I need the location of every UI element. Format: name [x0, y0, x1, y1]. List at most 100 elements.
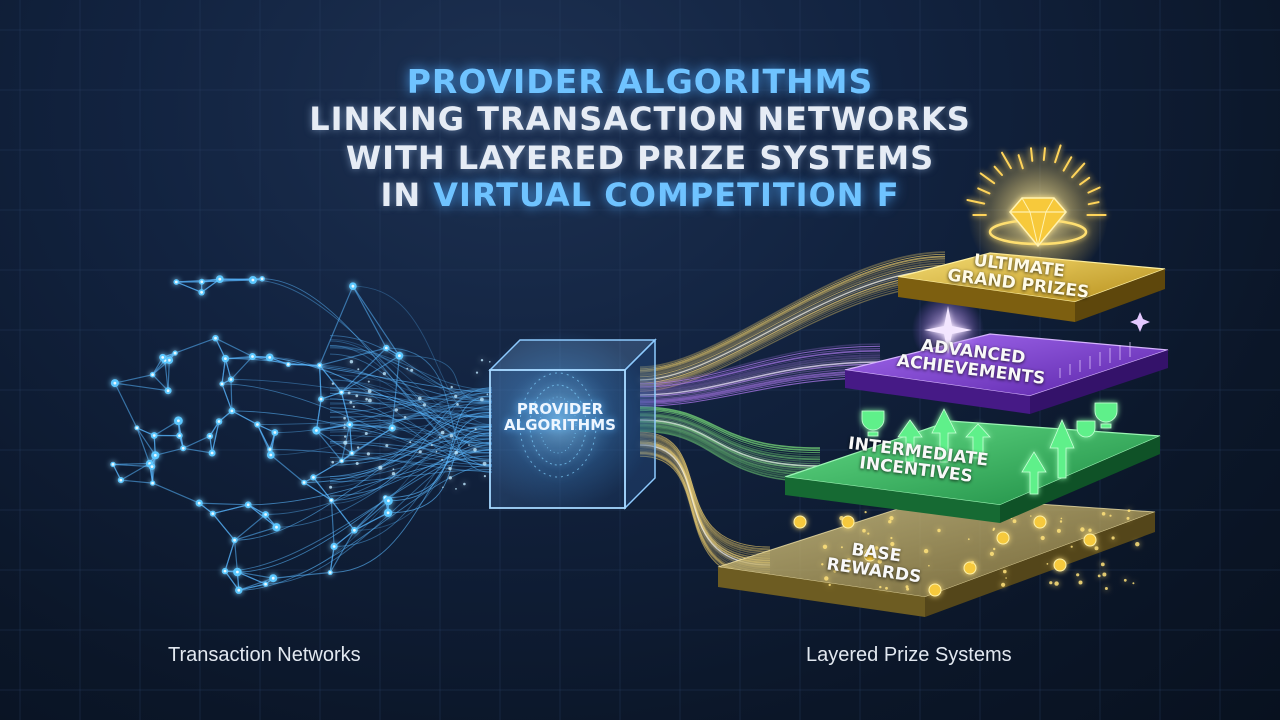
tier-platform-intermediate — [784, 402, 1161, 523]
gold-sparkle — [1111, 536, 1115, 540]
gold-sparkle — [1126, 516, 1130, 520]
gold-sparkle — [828, 583, 831, 587]
flow-particle — [378, 465, 383, 470]
network-edge — [303, 481, 332, 501]
flow-stream-strand — [639, 414, 821, 461]
gold-sparkle — [855, 567, 859, 571]
gold-sparkle — [1070, 545, 1073, 548]
flow-stream-strand — [639, 428, 821, 481]
flow-particle — [331, 460, 335, 464]
gold-sparkle — [877, 559, 882, 564]
flow-stream-strand — [639, 427, 821, 478]
flow-stream-strand — [639, 350, 881, 388]
diamond-ray — [979, 172, 996, 185]
flow-stream-strand — [639, 251, 946, 369]
network-node-core — [210, 451, 214, 455]
gold-sparkle — [874, 546, 879, 550]
flow-stream-strand — [639, 409, 821, 454]
network-edge — [114, 382, 169, 392]
flow-stream-strand — [639, 253, 946, 370]
flow-particle — [365, 397, 368, 401]
title-line-3: WITH LAYERED PRIZE SYSTEMS — [345, 139, 935, 177]
network-node-core — [113, 381, 117, 385]
flow-strand — [329, 449, 493, 497]
flow-stream-strand — [639, 368, 881, 401]
flow-stream-strand — [639, 267, 946, 380]
flow-strand — [262, 278, 493, 468]
network-node-core — [271, 576, 275, 580]
network-node-core — [230, 409, 234, 413]
sparkle-icon — [912, 294, 1150, 366]
flow-particle — [439, 436, 441, 439]
flow-particle — [331, 382, 335, 385]
network-node-core — [111, 463, 115, 466]
flow-particle — [442, 486, 444, 489]
network-node-core — [390, 426, 394, 430]
flow-particle — [430, 444, 433, 447]
gold-sparkle — [1005, 577, 1007, 579]
network-edge — [152, 482, 200, 504]
network-node-core — [251, 355, 254, 358]
flow-strand — [329, 457, 493, 468]
network-node-core — [351, 284, 355, 288]
network-node-core — [256, 423, 259, 426]
network-node-core — [264, 513, 267, 516]
flow-strand — [265, 438, 493, 515]
gold-sparkle — [1060, 517, 1063, 520]
network-node-core — [236, 570, 239, 574]
flow-particle — [403, 416, 407, 419]
flow-particle — [349, 360, 354, 364]
network-edge — [352, 285, 400, 357]
flow-strand — [270, 392, 493, 456]
flow-particle — [356, 446, 360, 449]
flow-particle — [391, 472, 396, 476]
network-node-core — [229, 378, 233, 381]
gold-sparkle — [992, 529, 995, 531]
diamond-ray — [1001, 151, 1012, 170]
network-node-core — [218, 277, 222, 281]
coin-icon — [1083, 533, 1097, 547]
network-edge — [273, 571, 331, 579]
network-edge — [341, 347, 387, 393]
diamond-ray — [1017, 154, 1024, 170]
network-edge — [349, 424, 393, 429]
center-box-label-line-2: ALGORITHMS — [504, 415, 616, 434]
coin-icon — [793, 515, 807, 529]
network-edge — [333, 529, 355, 547]
flow-stream-strand — [639, 411, 821, 456]
caption-layered-prize-systems: Layered Prize Systems — [806, 644, 1012, 666]
diamond-ray — [993, 165, 1003, 176]
flow-particle — [367, 380, 370, 383]
network-edge — [182, 435, 211, 449]
tier-platform-advanced — [844, 294, 1169, 414]
gold-sparkle — [1078, 580, 1083, 585]
network-node-core — [214, 336, 217, 340]
network-edge — [329, 530, 355, 573]
flow-stream-strand — [639, 406, 821, 449]
network-node-core — [330, 498, 333, 502]
network-node-core — [167, 358, 171, 362]
flow-particle — [394, 408, 398, 412]
flow-stream-core — [639, 361, 881, 396]
network-node-core — [251, 278, 255, 282]
network-edge — [199, 502, 249, 506]
network-edge — [230, 379, 233, 411]
network-edge — [120, 479, 153, 484]
gold-sparkle — [867, 532, 870, 535]
diamond-ray — [1062, 156, 1073, 172]
gold-sparkle — [1012, 519, 1017, 524]
flow-particle — [343, 440, 348, 445]
network-node-core — [173, 351, 177, 355]
network-edge — [174, 337, 216, 354]
title-line-2: LINKING TRANSACTION NETWORKS — [309, 100, 971, 138]
coin-icon — [793, 509, 1140, 597]
flow-strand — [224, 449, 493, 572]
diamond-ray — [966, 199, 986, 205]
gold-sparkle — [891, 548, 897, 554]
network-node-core — [353, 528, 356, 532]
flow-stream-strand — [639, 412, 821, 458]
network-node-core — [340, 459, 344, 463]
gold-sparkle — [1059, 520, 1063, 523]
flow-particle — [343, 416, 346, 420]
